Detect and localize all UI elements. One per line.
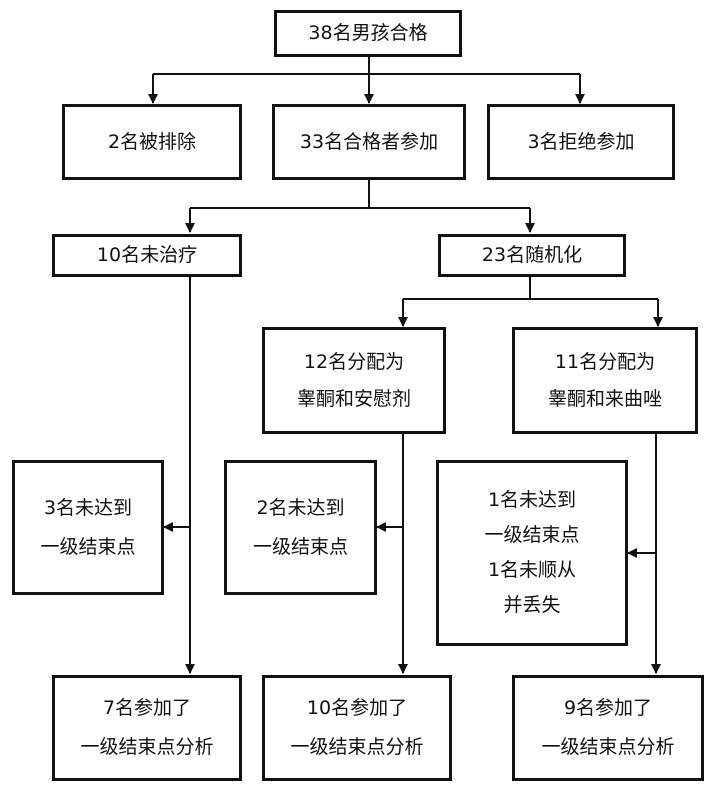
letrozole-arm-box: 11名分配为 睾酮和来曲唑 (512, 327, 698, 434)
letrozole-missed-line-2: 一级结束点 (484, 524, 580, 546)
placebo-arm-box: 12名分配为 睾酮和安慰剂 (262, 327, 446, 434)
excluded-box: 2名被排除 (62, 104, 242, 180)
letrozole-missed-line-4: 并丢失 (503, 594, 561, 616)
letrozole-missed-line-3: 1名未顺从 (487, 559, 577, 581)
eligible-box: 38名男孩合格 (274, 10, 462, 57)
placebo-analyzed-box: 10名参加了 一级结束点分析 (262, 675, 452, 781)
randomized-box: 23名随机化 (438, 234, 626, 277)
placebo-analyzed-line-2: 一级结束点分析 (290, 736, 424, 758)
placebo-missed-line-1: 2名未达到 (256, 496, 345, 519)
untreated-analyzed-box: 7名参加了 一级结束点分析 (52, 675, 242, 781)
refused-box: 3名拒绝参加 (487, 104, 675, 180)
untreated-box: 10名未治疗 (52, 234, 242, 277)
untreated-label: 10名未治疗 (96, 244, 198, 266)
untreated-analyzed-line-2: 一级结束点分析 (80, 736, 214, 758)
participating-label: 33名合格者参加 (299, 130, 439, 153)
placebo-missed-box: 2名未达到 一级结束点 (224, 460, 377, 595)
placebo-missed-line-2: 一级结束点 (252, 535, 348, 558)
randomized-label: 23名随机化 (481, 244, 583, 266)
excluded-label: 2名被排除 (107, 130, 197, 153)
letrozole-analyzed-box: 9名参加了 一级结束点分析 (512, 675, 704, 781)
untreated-missed-line-2: 一级结束点 (40, 535, 136, 558)
placebo-arm-line-2: 睾酮和安慰剂 (296, 387, 411, 410)
untreated-missed-box: 3名未达到 一级结束点 (12, 460, 164, 595)
letrozole-missed-box: 1名未达到 一级结束点 1名未顺从 并丢失 (436, 460, 628, 646)
untreated-analyzed-line-1: 7名参加了 (102, 697, 192, 719)
letrozole-analyzed-line-2: 一级结束点分析 (541, 736, 675, 758)
refused-label: 3名拒绝参加 (527, 130, 635, 153)
participating-box: 33名合格者参加 (272, 104, 466, 180)
untreated-missed-line-1: 3名未达到 (43, 496, 133, 519)
letrozole-analyzed-line-1: 9名参加了 (563, 697, 653, 719)
eligible-label: 38名男孩合格 (308, 22, 428, 44)
placebo-analyzed-line-1: 10名参加了 (306, 697, 408, 719)
letrozole-arm-line-1: 11名分配为 (554, 350, 656, 373)
letrozole-missed-line-1: 1名未达到 (487, 489, 577, 511)
letrozole-arm-line-2: 睾酮和来曲唑 (547, 387, 662, 410)
placebo-arm-line-1: 12名分配为 (303, 350, 405, 373)
